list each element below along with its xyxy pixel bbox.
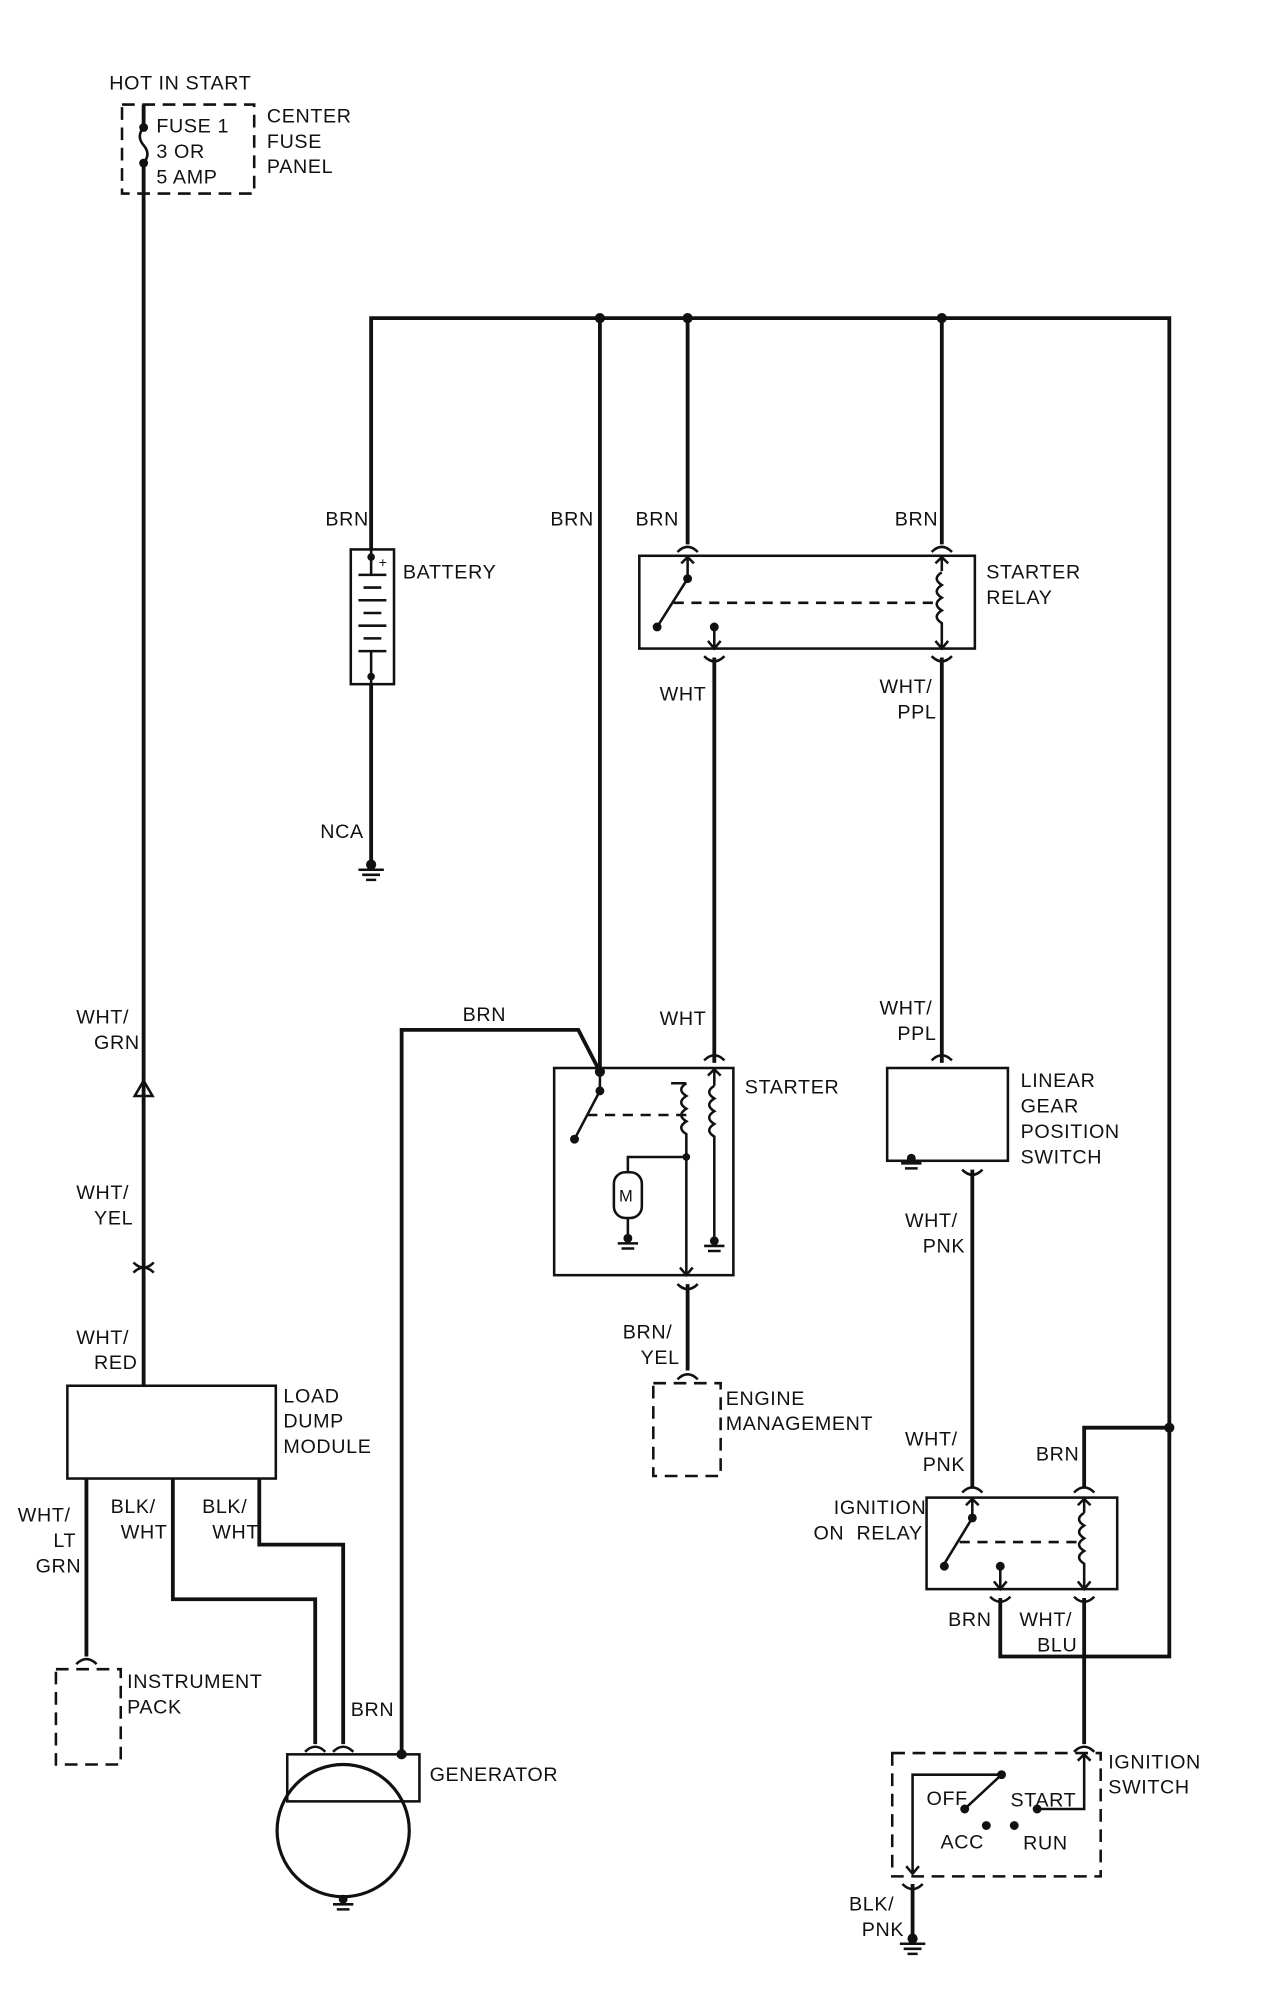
wire-label: BLK/ — [202, 1496, 247, 1518]
linear-gear-position-switch: WHT/ PPL LINEAR GEAR POSITION SWITCH WHT… — [880, 998, 1120, 1488]
wire-label: BRN — [550, 508, 593, 530]
battery: BRN + BATTERY NCA — [320, 508, 496, 882]
svg-text:+: + — [379, 554, 388, 570]
switch-position-acc: ACC — [941, 1831, 984, 1853]
engine-management-name: MANAGEMENT — [726, 1413, 873, 1435]
load-dump-name: DUMP — [283, 1411, 344, 1433]
switch-position-run: RUN — [1023, 1833, 1068, 1855]
motor-label: M — [619, 1186, 633, 1205]
fuse-panel-name: PANEL — [267, 156, 333, 178]
wire-label: WHT — [212, 1521, 259, 1543]
wire-label: WHT/ — [880, 998, 933, 1020]
center-fuse-panel: HOT IN START FUSE 1 3 OR 5 AMP CENTER FU… — [109, 72, 352, 1386]
starter: BRN WHT M STARTER BRN/ YEL — [399, 318, 840, 1755]
wire-label: WHT/ — [905, 1428, 958, 1450]
wire-label: WHT — [660, 684, 707, 706]
wire-label: YEL — [94, 1207, 133, 1229]
engine-management: ENGINE MANAGEMENT — [652, 1381, 873, 1478]
ignition-relay-name: IGNITION — [834, 1497, 927, 1519]
wire-label: BRN — [895, 508, 938, 530]
wire-label: RED — [94, 1352, 137, 1374]
wire-label: WHT/ — [905, 1210, 958, 1232]
instrument-pack-name: INSTRUMENT — [127, 1671, 262, 1693]
ignition-switch-name: SWITCH — [1108, 1777, 1189, 1799]
wire-label: WHT/ — [1019, 1609, 1072, 1631]
wire-label: BRN/ — [623, 1322, 673, 1344]
wire-label: PNK — [862, 1919, 904, 1941]
starter-relay-name: STARTER — [986, 562, 1081, 584]
wire-label: BRN — [1036, 1444, 1079, 1466]
load-dump-name: LOAD — [283, 1385, 339, 1407]
wire-label: PPL — [897, 701, 936, 723]
switch-position-start: START — [1010, 1789, 1076, 1811]
generator: BRN GENERATOR — [275, 1699, 559, 1911]
starter-relay: BRN BRN BRN STARTER RELAY WHT WHT/ PPL — [550, 318, 1080, 1063]
wire-label: BLK/ — [111, 1496, 156, 1518]
wire-label: PPL — [897, 1023, 936, 1045]
fuse-label: 3 OR — [156, 141, 205, 163]
diode-icon — [132, 1078, 155, 1098]
lgps-name: LINEAR — [1021, 1070, 1096, 1092]
hot-in-start-label: HOT IN START — [109, 72, 251, 94]
starter-label: STARTER — [745, 1076, 840, 1098]
load-dump-name: MODULE — [283, 1436, 371, 1458]
fuse-panel-name: CENTER — [267, 105, 352, 127]
wire-label: BRN — [463, 1004, 506, 1026]
starter-relay-name: RELAY — [986, 587, 1052, 609]
wire-label: PNK — [923, 1235, 965, 1257]
load-dump-module: WHT/ GRN WHT/ YEL WHT/ RED LOAD DUMP MOD… — [18, 1007, 371, 1745]
wire-label: LT — [53, 1530, 76, 1552]
wire-label: BRN — [948, 1609, 991, 1631]
wire-label: BLK/ — [849, 1894, 894, 1916]
lgps-name: POSITION — [1021, 1121, 1120, 1143]
battery-label: BATTERY — [403, 562, 496, 584]
wire-label: WHT — [121, 1521, 168, 1543]
wire-label: NCA — [320, 821, 364, 843]
ignition-switch-name: IGNITION — [1108, 1751, 1201, 1773]
wire-label: GRN — [36, 1556, 82, 1578]
lgps-name: SWITCH — [1021, 1146, 1102, 1168]
switch-position-off: OFF — [927, 1788, 968, 1810]
lgps-name: GEAR — [1021, 1095, 1079, 1117]
ignition-on-relay: WHT/ PNK BRN IGNITION ON RELAY BRN WHT/ … — [813, 1422, 1175, 1745]
wire-label: BRN — [635, 508, 678, 530]
ignition-relay-name: ON RELAY — [813, 1523, 922, 1545]
wire-label: BLU — [1037, 1634, 1077, 1656]
wire-label: WHT/ — [76, 1007, 129, 1029]
motor-icon — [612, 1170, 644, 1220]
instrument-pack-name: PACK — [127, 1697, 182, 1719]
ignition-switch: OFF START ACC RUN IGNITION SWITCH BLK/ P… — [849, 1745, 1201, 1956]
wire-label: GRN — [94, 1032, 140, 1054]
wire-label: BRN — [351, 1699, 394, 1721]
fuse-label: FUSE 1 — [156, 116, 229, 138]
engine-management-name: ENGINE — [726, 1388, 805, 1410]
generator-label: GENERATOR — [430, 1764, 559, 1786]
instrument-pack: INSTRUMENT PACK — [54, 1657, 262, 1766]
wire-label: BRN — [325, 508, 368, 530]
wire-label: WHT/ — [880, 676, 933, 698]
wire-label: PNK — [923, 1454, 965, 1476]
wire-label: WHT/ — [76, 1182, 129, 1204]
fuse-panel-name: FUSE — [267, 131, 322, 153]
wire-label: WHT — [660, 1008, 707, 1030]
fuse-label: 5 AMP — [156, 166, 217, 188]
brn-bus-wire — [369, 316, 1172, 1659]
ground-icon — [358, 868, 384, 882]
wire-label: YEL — [641, 1347, 680, 1369]
wire-label: WHT/ — [18, 1505, 71, 1527]
wire-label: WHT/ — [76, 1327, 129, 1349]
